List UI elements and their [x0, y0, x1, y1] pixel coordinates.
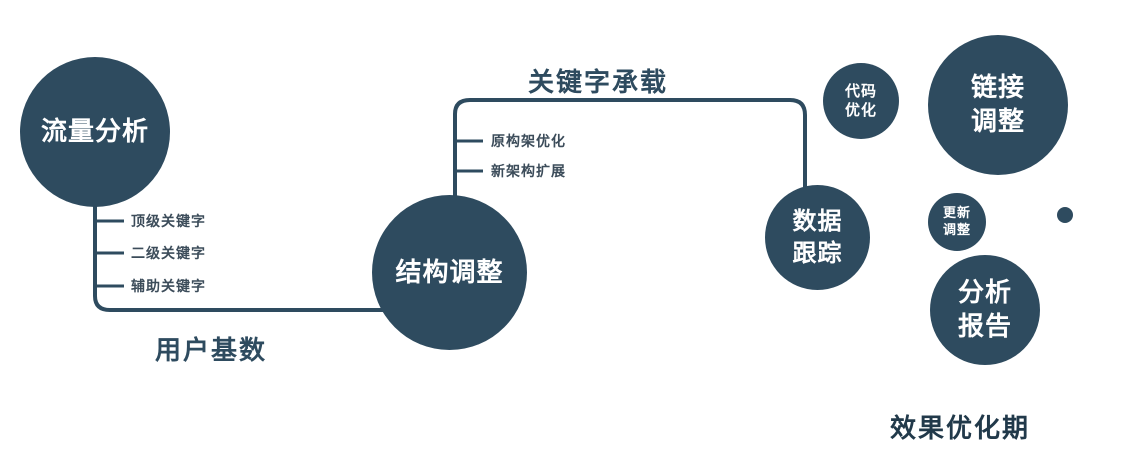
node-code-optimization-line2: 优化	[844, 102, 877, 119]
node-code-optimization: 代码 优化	[823, 63, 899, 139]
connector-structure-to-tracking	[453, 98, 807, 198]
branch-label-top-keywords: 顶级关键字	[131, 213, 206, 229]
node-traffic-analysis: 流量分析	[20, 57, 170, 207]
branch-label-new-arch: 新架构扩展	[491, 163, 566, 179]
node-data-tracking: 数据 跟踪	[765, 185, 870, 290]
bullet-dot	[1057, 207, 1073, 223]
edge-label-user-base: 用户基数	[155, 335, 268, 365]
node-data-tracking-line2: 跟踪	[792, 239, 843, 267]
branch-label-second-keywords: 二级关键字	[131, 245, 206, 261]
footer-phase-label: 效果优化期	[890, 413, 1031, 443]
node-analysis-report-line1: 分析	[957, 277, 1012, 308]
node-update-adjustment-line1: 更新	[942, 205, 971, 221]
node-link-adjustment-line1: 链接	[970, 72, 1025, 103]
node-structure-adjust: 结构调整	[372, 195, 527, 350]
node-update-adjustment: 更新 调整	[928, 193, 986, 251]
node-traffic-analysis-label: 流量分析	[40, 116, 149, 147]
edge-label-keyword-carry: 关键字承载	[528, 67, 669, 97]
node-link-adjustment: 链接 调整	[928, 35, 1068, 175]
node-analysis-report: 分析 报告	[930, 255, 1040, 365]
branch-label-original-arch: 原构架优化	[491, 133, 566, 149]
node-data-tracking-line1: 数据	[792, 208, 843, 236]
node-structure-adjust-label: 结构调整	[395, 256, 504, 287]
node-analysis-report-line2: 报告	[957, 311, 1012, 341]
branch-label-aux-keywords: 辅助关键字	[131, 278, 206, 294]
node-code-optimization-line1: 代码	[844, 82, 877, 100]
node-link-adjustment-line2: 调整	[970, 106, 1025, 136]
node-update-adjustment-line2: 调整	[942, 222, 971, 237]
connector-traffic-to-structure	[93, 203, 392, 312]
